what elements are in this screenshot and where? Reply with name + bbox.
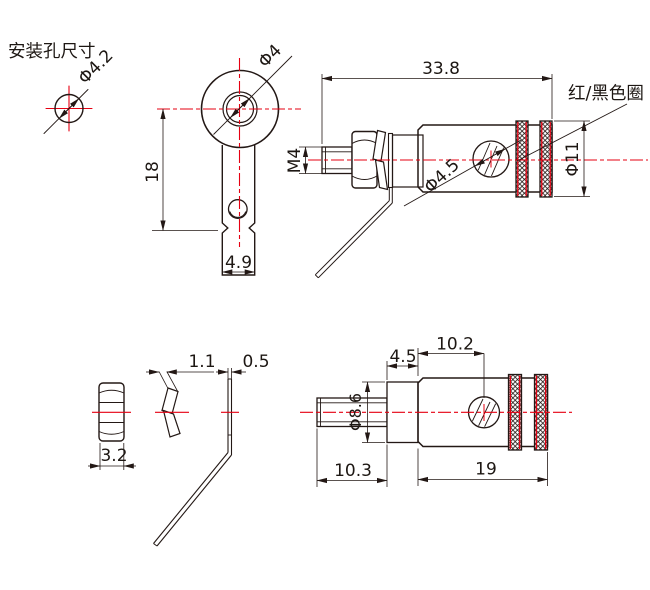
mounting-hole-view: 安装孔尺寸 Φ4.2 bbox=[8, 42, 117, 134]
dim-front-height: 18 bbox=[143, 161, 163, 183]
side-view-assembled: M4 33.8 Φ4.5 Φ11 红/黑色圈 bbox=[285, 59, 648, 279]
color-ring-note: 红/黑色圈 bbox=[568, 84, 644, 104]
dim-flange-length: 4.5 bbox=[389, 347, 416, 367]
body-side-view: 4.5 10.2 Φ8.6 10.3 19 bbox=[300, 335, 572, 487]
dim-tab-width: 4.9 bbox=[225, 253, 252, 273]
lock-washer-side bbox=[162, 409, 181, 438]
parts-detail-view: 3.2 1.1 0.5 bbox=[88, 352, 270, 547]
bent-lug bbox=[317, 202, 393, 279]
tab-hole bbox=[227, 199, 248, 219]
dim-hole-offset: 10.2 bbox=[436, 335, 474, 355]
knurl-ring bbox=[539, 120, 553, 198]
dim-nut-thickness: 3.2 bbox=[100, 446, 127, 466]
dim-thread: M4 bbox=[285, 148, 305, 173]
solder-tab bbox=[221, 145, 256, 276]
lock-washer bbox=[374, 159, 389, 191]
dim-ring-dia: Φ11 bbox=[563, 141, 583, 176]
lock-washer-side bbox=[161, 387, 179, 415]
dim-overall-length: 33.8 bbox=[422, 59, 460, 79]
front-view: Φ4 18 4.9 bbox=[143, 41, 301, 276]
mounting-hole-circle bbox=[54, 93, 84, 124]
dim-lug-thickness: 0.5 bbox=[242, 352, 269, 372]
dim-flange-dia: Φ8.6 bbox=[346, 393, 365, 431]
dim-body-length: 19 bbox=[475, 460, 497, 480]
mounting-hole-title: 安装孔尺寸 bbox=[8, 42, 96, 62]
flange bbox=[391, 134, 424, 188]
knurl-ring bbox=[515, 120, 529, 198]
dim-stud-length: 10.3 bbox=[334, 461, 372, 481]
dim-washer-thickness: 1.1 bbox=[188, 352, 215, 372]
bent-lug-side bbox=[153, 378, 233, 547]
